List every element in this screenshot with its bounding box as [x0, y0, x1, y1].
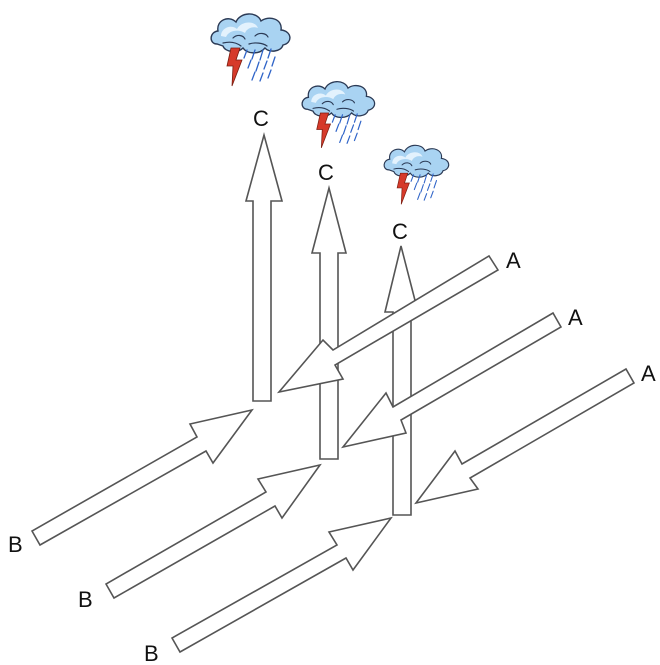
storm-cloud-icon	[383, 144, 450, 205]
label-a3: A	[641, 361, 656, 386]
label-b1: B	[8, 532, 23, 557]
label-c1: C	[253, 106, 269, 131]
label-c3: C	[392, 219, 408, 244]
storm-cloud-icon	[301, 81, 376, 149]
updraft-arrow-3	[383, 245, 420, 516]
label-b3: B	[144, 641, 159, 665]
label-b2: B	[78, 587, 93, 612]
inflow-arrow-b3	[170, 516, 393, 654]
inflow-arrow-b2	[104, 463, 322, 600]
inflow-arrow-a3	[414, 367, 636, 505]
updraft-arrow-2	[310, 184, 348, 460]
label-c2: C	[318, 160, 334, 185]
inflow-arrow-a1	[276, 254, 500, 394]
label-a2: A	[568, 305, 583, 330]
storm-cloud-icon	[210, 13, 291, 87]
label-a1: A	[506, 248, 521, 273]
updraft-arrow-1	[244, 131, 284, 402]
inflow-arrow-b1	[30, 408, 254, 547]
inflow-arrow-a2	[340, 311, 563, 449]
